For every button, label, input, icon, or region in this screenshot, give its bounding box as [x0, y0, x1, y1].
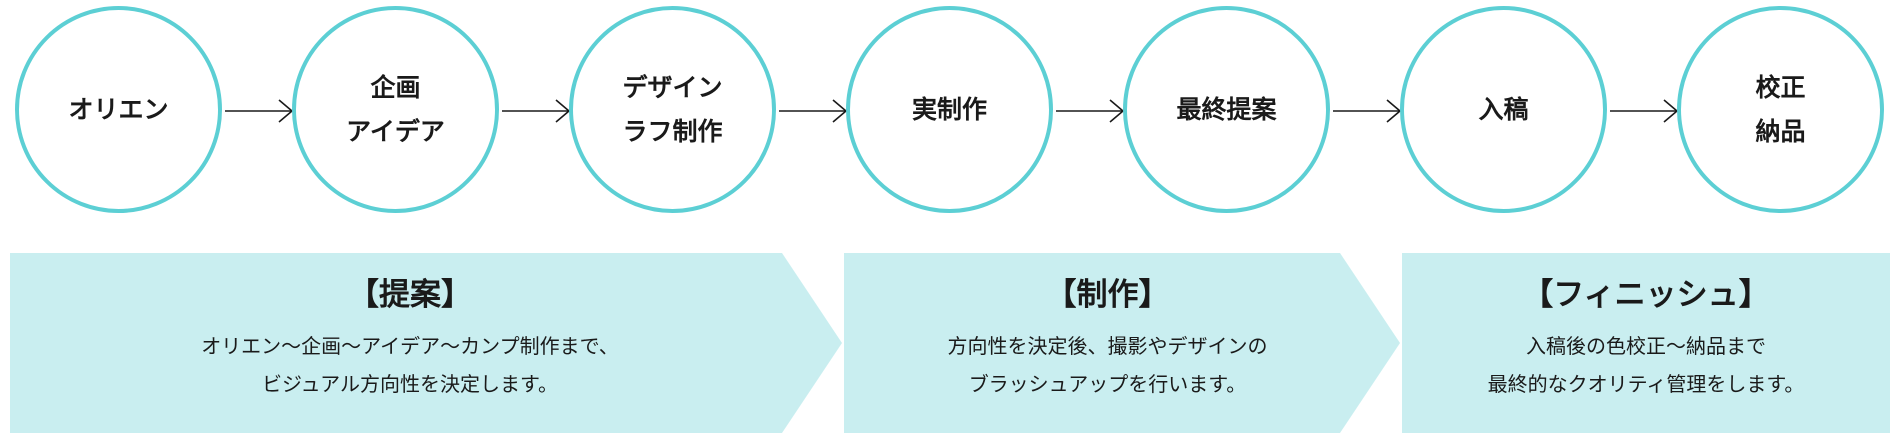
phase-content: 【フィニッシュ】 入稿後の色校正〜納品まで 最終的なクオリティ管理をします。: [1402, 253, 1890, 433]
phase-finish: 【フィニッシュ】 入稿後の色校正〜納品まで 最終的なクオリティ管理をします。: [1402, 253, 1890, 433]
phase-description: 入稿後の色校正〜納品まで 最終的なクオリティ管理をします。: [1488, 327, 1805, 403]
arrow-right-icon: [1610, 99, 1679, 123]
arrow-right-icon: [779, 99, 848, 123]
step-label: 納品: [1755, 116, 1806, 146]
step-design-rough: デザイン ラフ制作: [569, 6, 776, 213]
phase-production: 【制作】 方向性を決定後、撮影やデザインの ブラッシュアップを行います。: [844, 253, 1400, 433]
step-proof-delivery: 校正 納品: [1677, 6, 1884, 213]
description-line: オリエン〜企画〜アイデア〜カンプ制作まで、: [201, 334, 619, 358]
step-label: ラフ制作: [622, 116, 723, 146]
phase-description: オリエン〜企画〜アイデア〜カンプ制作まで、 ビジュアル方向性を決定します。: [201, 327, 619, 403]
process-flow: オリエン 企画 アイデア デザイン ラフ制作 実制作 最終提案 入稿: [15, 6, 1884, 213]
arrow-right-icon: [1333, 99, 1402, 123]
step-final-proposal: 最終提案: [1123, 6, 1330, 213]
description-line: 方向性を決定後、撮影やデザインの: [947, 334, 1268, 358]
description-line: 最終的なクオリティ管理をします。: [1487, 372, 1805, 396]
step-label: オリエン: [68, 94, 169, 124]
step-label: デザイン: [622, 72, 723, 102]
arrow-right-icon: [502, 99, 571, 123]
step-planning-idea: 企画 アイデア: [292, 6, 499, 213]
step-label: 入稿: [1478, 94, 1529, 124]
step-label: 校正: [1755, 72, 1806, 102]
phase-title: 【提案】: [348, 277, 472, 313]
step-label: 実制作: [911, 94, 987, 124]
step-label: 企画: [370, 72, 421, 102]
phase-bands: 【提案】 オリエン〜企画〜アイデア〜カンプ制作まで、 ビジュアル方向性を決定しま…: [0, 253, 1900, 433]
description-line: 入稿後の色校正〜納品まで: [1526, 334, 1766, 358]
phase-band-shape: [1402, 253, 1890, 433]
description-line: ブラッシュアップを行います。: [968, 372, 1247, 396]
arrow-right-icon: [225, 99, 294, 123]
step-orien: オリエン: [15, 6, 222, 213]
phase-description: 方向性を決定後、撮影やデザインの ブラッシュアップを行います。: [948, 327, 1268, 403]
phase-content: 【提案】 オリエン〜企画〜アイデア〜カンプ制作まで、 ビジュアル方向性を決定しま…: [10, 253, 810, 433]
phase-proposal: 【提案】 オリエン〜企画〜アイデア〜カンプ制作まで、 ビジュアル方向性を決定しま…: [10, 253, 842, 433]
phase-title: 【フィニッシュ】: [1522, 277, 1770, 313]
step-label: アイデア: [346, 116, 445, 146]
description-line: ビジュアル方向性を決定します。: [261, 372, 558, 396]
step-submission: 入稿: [1400, 6, 1607, 213]
step-label: 最終提案: [1176, 94, 1277, 124]
phase-content: 【制作】 方向性を決定後、撮影やデザインの ブラッシュアップを行います。: [844, 253, 1371, 433]
step-production: 実制作: [846, 6, 1053, 213]
arrow-right-icon: [1056, 99, 1125, 123]
phase-chevron-shape: [844, 253, 1400, 433]
phase-title: 【制作】: [1045, 277, 1170, 313]
phase-chevron-shape: [10, 253, 842, 433]
